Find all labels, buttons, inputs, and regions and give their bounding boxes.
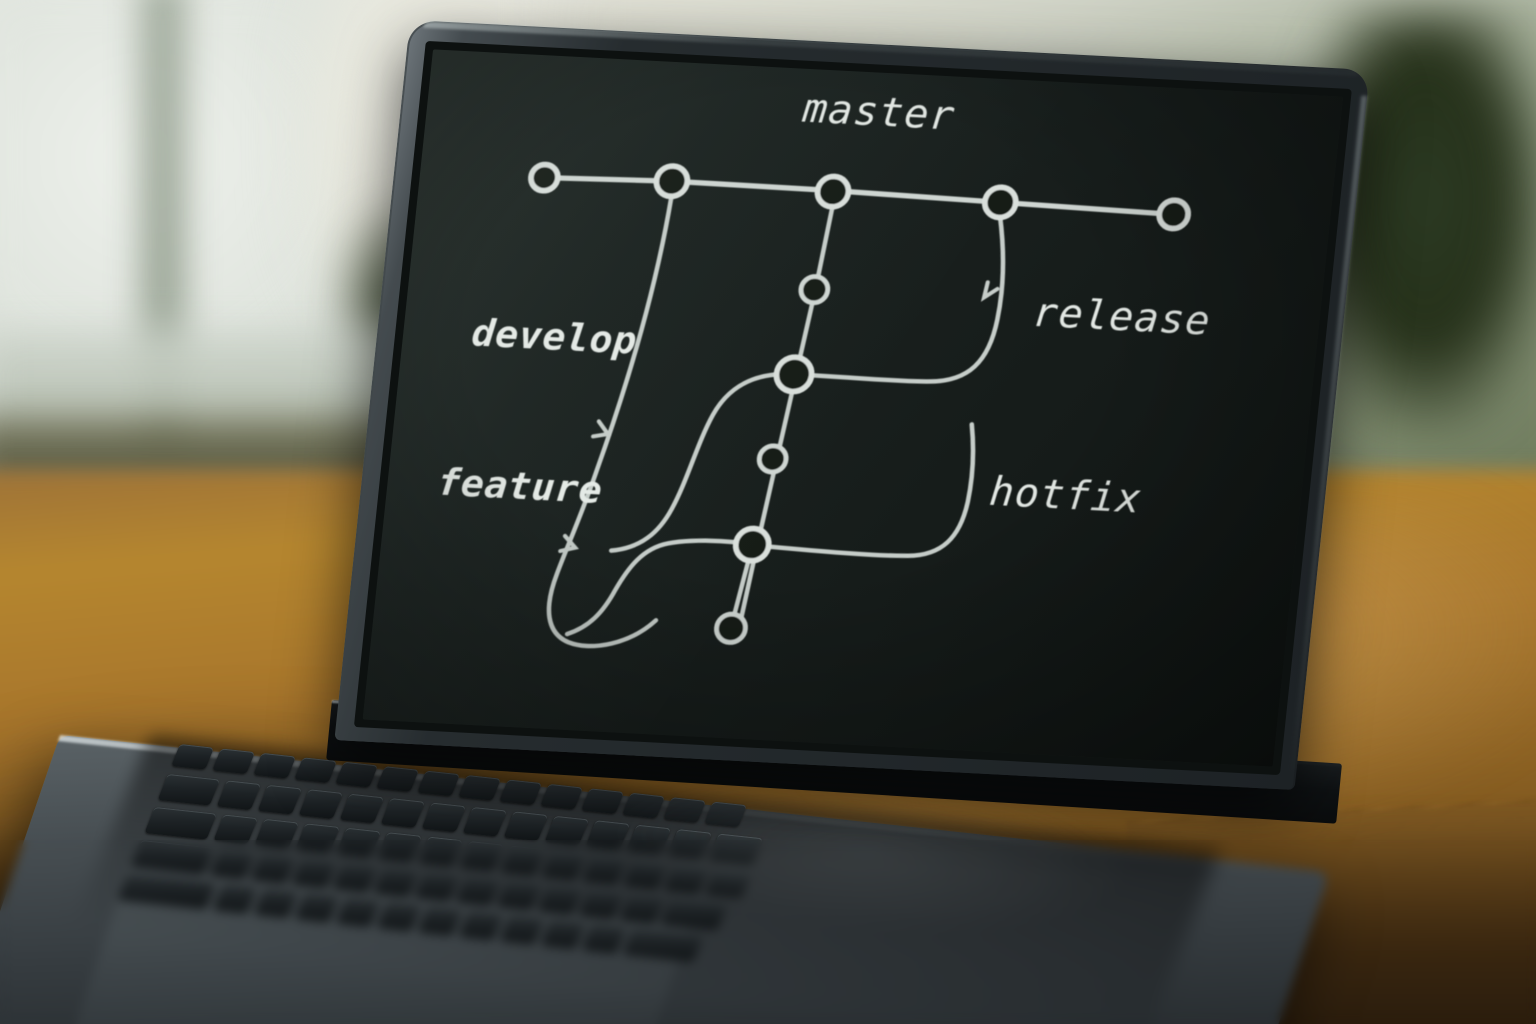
keyboard-key[interactable] — [376, 766, 419, 792]
keyboard-key[interactable] — [417, 770, 460, 797]
release-line — [808, 213, 1006, 384]
develop-line — [546, 196, 674, 649]
keyboard-key[interactable] — [144, 807, 217, 840]
keyboard-key[interactable] — [456, 875, 501, 905]
keyboard-key[interactable] — [380, 798, 425, 828]
keyboard-key[interactable] — [157, 774, 220, 806]
keyboard-key[interactable] — [499, 779, 542, 806]
keyboard-key[interactable] — [374, 866, 419, 896]
commit-node-master-4[interactable] — [981, 184, 1019, 221]
keyboard-key[interactable] — [254, 887, 299, 918]
branch-label-feature: feature — [435, 460, 604, 512]
keyboard-key[interactable] — [257, 784, 302, 815]
commit-node-trunk-4[interactable] — [732, 525, 772, 564]
keyboard-key[interactable] — [253, 752, 296, 779]
branch-label-master: master — [800, 86, 958, 139]
keyboard-key[interactable] — [335, 761, 378, 788]
branch-label-release: release — [1031, 290, 1213, 345]
keyboard-key[interactable] — [582, 923, 627, 953]
commit-node-master-5[interactable] — [1156, 197, 1192, 232]
keyboard-key[interactable] — [377, 832, 422, 862]
keyboard-key[interactable] — [295, 823, 340, 853]
keyboard-key[interactable] — [503, 811, 548, 842]
keyboard-key[interactable] — [623, 927, 704, 962]
keyboard-key[interactable] — [131, 840, 214, 874]
keyboard-key[interactable] — [171, 744, 214, 770]
keyboard-key[interactable] — [295, 892, 340, 922]
keyboard-key[interactable] — [540, 783, 583, 810]
branch-label-hotfix: hotfix — [987, 469, 1144, 522]
commit-node-master-1[interactable] — [528, 161, 561, 194]
laptop-lid: master develop release hotfix feature — [334, 20, 1370, 790]
keyboard-key[interactable] — [544, 815, 589, 846]
commit-node-trunk-3[interactable] — [756, 443, 789, 475]
keyboard-key[interactable] — [292, 857, 337, 888]
keyboard-key[interactable] — [415, 870, 460, 901]
feature-upper-curve — [608, 371, 789, 553]
keyboard-key[interactable] — [216, 780, 261, 811]
keyboard-key[interactable] — [377, 900, 422, 931]
screen[interactable]: master develop release hotfix feature — [362, 49, 1344, 767]
feature-lower-curve — [564, 538, 752, 637]
keyboard-key[interactable] — [500, 845, 545, 876]
branch-label-develop: develop — [470, 311, 639, 363]
git-graph-diagram: master develop release hotfix feature — [435, 86, 1213, 649]
keyboard-key[interactable] — [336, 896, 381, 927]
keyboard-key[interactable] — [298, 789, 343, 819]
hotfix-line — [765, 422, 976, 559]
keyboard-key[interactable] — [418, 836, 463, 867]
commit-node-trunk-1[interactable] — [798, 274, 831, 306]
screen-bezel: master develop release hotfix feature — [353, 40, 1352, 776]
commit-node-master-3[interactable] — [814, 173, 852, 210]
release-arrow — [980, 280, 1000, 302]
keyboard-key[interactable] — [421, 802, 466, 833]
keyboard-key[interactable] — [459, 841, 504, 871]
keyboard-key[interactable] — [254, 818, 299, 849]
keyboard-key[interactable] — [541, 849, 586, 880]
keyboard-key[interactable] — [462, 806, 507, 837]
keyboard-key[interactable] — [212, 748, 255, 775]
trunk-tail — [730, 551, 753, 623]
commit-node-master-2[interactable] — [653, 163, 691, 200]
keyboard-key[interactable] — [336, 827, 381, 858]
keyboard-key[interactable] — [118, 873, 217, 909]
develop-arrow-2 — [558, 533, 580, 554]
commit-node-trunk-2[interactable] — [773, 354, 815, 395]
keyboard-key[interactable] — [459, 909, 504, 940]
keyboard-key[interactable] — [541, 918, 586, 949]
keyboard-key[interactable] — [213, 883, 258, 913]
master-line — [541, 174, 1176, 218]
keyboard-key[interactable] — [210, 848, 255, 879]
keyboard-key[interactable] — [500, 914, 545, 944]
keyboard-key[interactable] — [294, 757, 337, 783]
keyboard-key[interactable] — [333, 861, 378, 892]
keyboard-key[interactable] — [339, 793, 384, 824]
keyboard-key[interactable] — [418, 905, 463, 936]
keyboard-key[interactable] — [538, 883, 583, 914]
commit-node-trunk-5[interactable] — [714, 611, 748, 645]
keyboard-key[interactable] — [458, 774, 501, 801]
develop-arrow-1 — [591, 419, 612, 439]
keyboard-key[interactable] — [251, 852, 296, 883]
keyboard-key[interactable] — [213, 814, 258, 845]
keyboard-key[interactable] — [497, 879, 542, 910]
